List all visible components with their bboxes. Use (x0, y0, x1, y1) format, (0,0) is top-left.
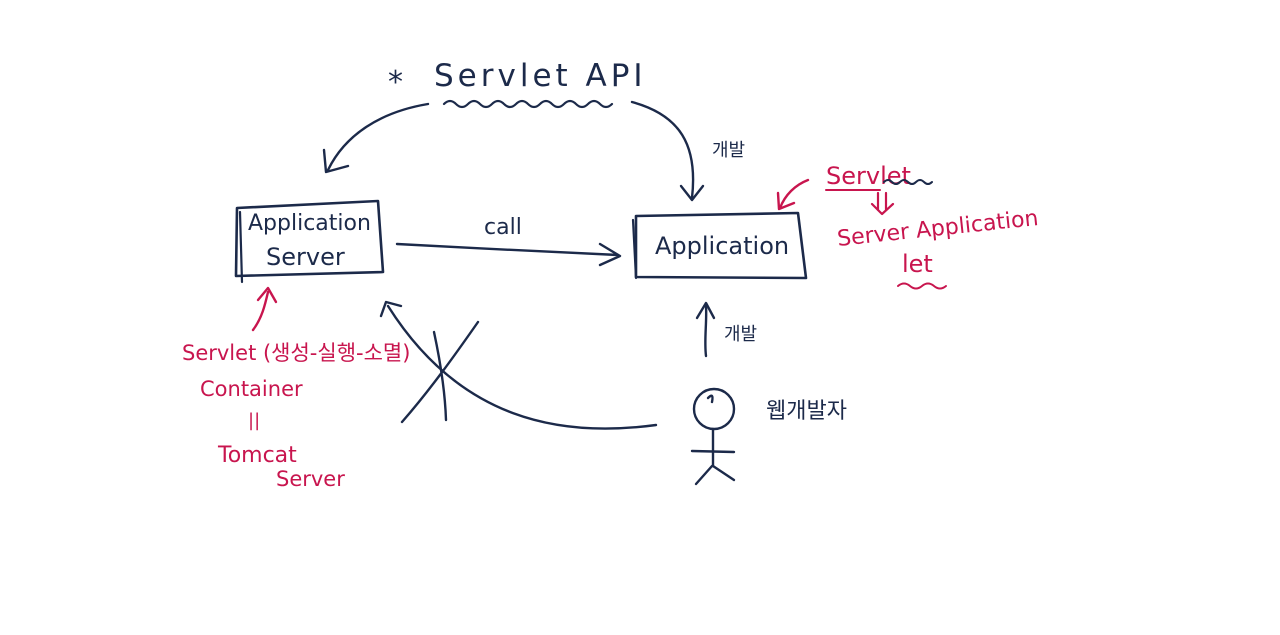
arrowhead-servlet-note (776, 191, 796, 211)
arrowhead-dev-to-appserver (379, 300, 403, 318)
note-tomcat-server: Server (276, 467, 345, 491)
node-application: Application (631, 211, 808, 280)
arrow-call (395, 242, 620, 257)
title-servlet-api: Servlet API (434, 58, 647, 94)
implies-arrow (870, 191, 895, 216)
arrow-servlet-note (778, 178, 810, 210)
arrow-dev-up (704, 304, 708, 358)
label-call: call (484, 215, 522, 240)
label-dev-up: 개발 (724, 324, 757, 345)
arrowhead-call (598, 242, 622, 267)
app-server-line2: Server (266, 243, 345, 271)
note-container-line2: Container (200, 377, 303, 401)
developer-figure (690, 387, 736, 486)
note-tomcat: Tomcat (217, 443, 297, 468)
let-wavy-underline (897, 282, 947, 290)
arrowhead-appserver (322, 148, 350, 174)
title-star: * (388, 65, 403, 100)
node-application-server: Application Server (234, 199, 385, 284)
note-let: let (902, 250, 933, 278)
note-container-line1: Servlet (생성-실행-소멸) (182, 341, 410, 365)
note-equals: || (248, 410, 260, 431)
arrow-container-note (251, 290, 270, 332)
application-label: Application (655, 232, 789, 260)
arrow-api-to-appserver (326, 102, 430, 172)
arrow-api-to-application (630, 100, 695, 200)
note-servlet-word: Servlet (826, 162, 911, 190)
cross-out-mark (400, 320, 480, 424)
servlet-wavy-underline (883, 179, 933, 185)
arrowhead-dev-up (695, 301, 716, 320)
actor-label: 웹개발자 (766, 399, 847, 424)
title-wavy-underline (442, 99, 614, 109)
arrowhead-container-note (256, 286, 278, 304)
note-server-application: Server Application (836, 206, 1040, 252)
arrowhead-application (679, 184, 705, 202)
label-api-dev: 개발 (712, 140, 745, 161)
arrow-dev-to-appserver (386, 304, 658, 430)
app-server-line1: Application (248, 211, 371, 236)
